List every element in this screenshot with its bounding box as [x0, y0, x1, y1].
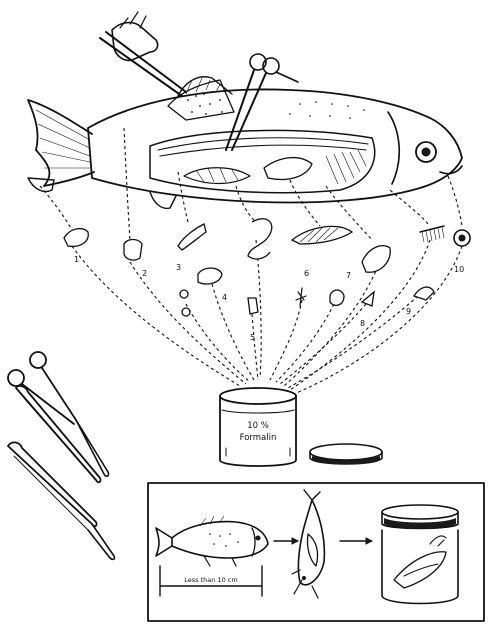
- sample-liver-lobe: [361, 245, 391, 273]
- sample-triangle: [360, 290, 375, 307]
- sample-number-9: 9: [406, 307, 411, 316]
- scissors-in-fish: [225, 53, 299, 151]
- sample-spine-fragment: [295, 287, 307, 307]
- sample-small-bead-1: [179, 289, 189, 299]
- sample-fin-fan: [290, 225, 354, 245]
- jar-lid: [309, 443, 383, 465]
- scalpel-tool: [7, 441, 116, 561]
- sample-number-8: 8: [360, 319, 365, 328]
- sample-tube: [177, 223, 207, 251]
- sample-number-4: 4: [222, 293, 227, 302]
- hand-with-forceps: [99, 11, 187, 97]
- sample-scale: [413, 286, 435, 301]
- sample-number-5: 5: [250, 333, 255, 342]
- sample-coiled-gut: [247, 218, 273, 260]
- sample-small-bead-2: [181, 307, 191, 317]
- length-measure: Less than 10 cm: [159, 565, 263, 597]
- sample-number-labels: 1 2 3 4 5 6 7 8 9 10: [74, 255, 464, 342]
- sample-kidney: [197, 267, 223, 285]
- small-fish-opened: [291, 489, 326, 599]
- sample-vertebra: [247, 297, 259, 315]
- formalin-jar: 10 % Formalin: [219, 387, 297, 467]
- sample-number-1: 1: [74, 255, 79, 264]
- small-fish-whole: [155, 515, 269, 567]
- sample-number-10: 10: [454, 265, 464, 274]
- sample-number-6: 6: [304, 269, 309, 278]
- sample-eye: [453, 229, 471, 247]
- dashed-connectors: [39, 127, 463, 395]
- sample-number-7: 7: [346, 271, 351, 280]
- measure-label: Less than 10 cm: [184, 576, 237, 584]
- small-fish-panel: Less than 10 cm: [147, 482, 485, 622]
- sample-number-2: 2: [142, 269, 147, 278]
- sample-oval-gonad: [329, 289, 345, 307]
- instruments: [7, 351, 116, 561]
- sample-number-3: 3: [176, 263, 181, 272]
- sample-gill-comb: [419, 225, 445, 243]
- sample-muscle-block: [123, 238, 143, 261]
- scissors-tool: [7, 351, 110, 477]
- dissected-fish: [27, 76, 463, 210]
- forceps-tool: [15, 385, 102, 484]
- sample-skin-piece: [63, 227, 89, 248]
- jar-label-formalin: Formalin: [240, 433, 277, 443]
- tissue-samples: [63, 218, 471, 317]
- arrow-1: [273, 537, 300, 545]
- jar-label-percent: 10 %: [247, 421, 269, 431]
- small-jar-with-fish: [381, 504, 459, 605]
- arrow-2: [339, 537, 374, 545]
